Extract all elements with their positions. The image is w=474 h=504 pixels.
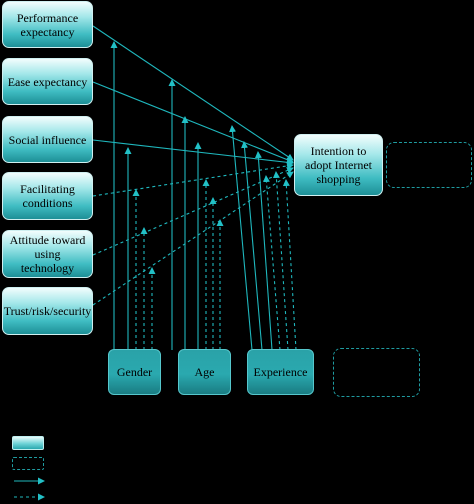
node-gender-label: Gender bbox=[116, 365, 153, 379]
arrow-trust-intention bbox=[92, 171, 294, 306]
node-social-label: Social influence bbox=[8, 132, 87, 147]
dashed-placeholder-box-right bbox=[386, 142, 472, 188]
node-trust-risk-security: Trust/risk/security bbox=[2, 287, 93, 335]
legend-construct-box bbox=[12, 436, 44, 450]
arrow-social-intention bbox=[92, 139, 294, 166]
node-performance-label: Performance expectancy bbox=[16, 10, 79, 39]
node-intention-label: Intention to adopt Internet shopping bbox=[305, 144, 372, 186]
moderator-exp-social2 bbox=[254, 151, 273, 351]
dashed-placeholder-box-bottom bbox=[333, 348, 420, 397]
node-experience-label: Experience bbox=[253, 365, 308, 379]
node-intention-to-adopt: Intention to adopt Internet shopping bbox=[294, 134, 383, 196]
moderator-exp-social bbox=[241, 141, 263, 351]
node-age: Age bbox=[178, 349, 231, 395]
node-trust-label: Trust/risk/security bbox=[3, 304, 92, 318]
moderator-exp-ease bbox=[229, 125, 253, 351]
arrow-performance-intention bbox=[92, 25, 294, 161]
node-age-label: Age bbox=[194, 365, 215, 379]
node-experience: Experience bbox=[247, 349, 314, 395]
node-facilitating-conditions: Facilitating conditions bbox=[2, 172, 93, 220]
legend-lines bbox=[14, 477, 45, 501]
node-attitude-toward-technology: Attitude toward using technology bbox=[2, 230, 93, 278]
arrow-attitude-intention bbox=[92, 167, 294, 256]
node-ease-expectancy: Ease expectancy bbox=[2, 58, 93, 105]
node-gender: Gender bbox=[108, 349, 161, 395]
node-attitude-label: Attitude toward using technology bbox=[9, 233, 86, 275]
node-facilitating-label: Facilitating conditions bbox=[20, 182, 75, 210]
node-performance-expectancy: Performance expectancy bbox=[2, 1, 93, 48]
arrow-ease-intention bbox=[92, 81, 294, 164]
node-ease-label: Ease expectancy bbox=[7, 74, 88, 89]
moderator-exp-fac bbox=[262, 175, 281, 351]
node-social-influence: Social influence bbox=[2, 116, 93, 163]
moderator-exp-trust bbox=[282, 179, 297, 351]
legend-dashed-box bbox=[12, 457, 44, 470]
